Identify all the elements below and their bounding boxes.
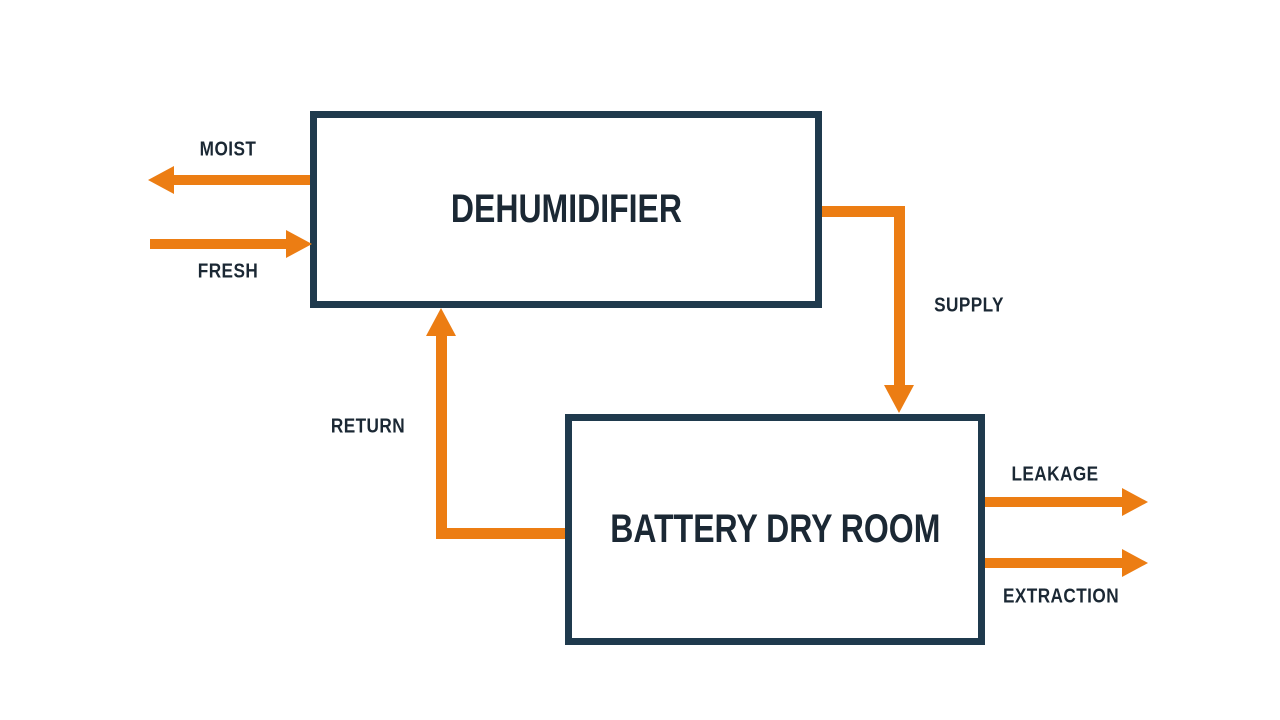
dehumidifier-label: DEHUMIDIFIER xyxy=(450,187,682,231)
fresh-label: FRESH xyxy=(197,260,259,283)
extraction-arrow-shaft xyxy=(985,558,1122,568)
leakage-arrow-shaft xyxy=(985,497,1122,507)
supply-arrowhead-icon xyxy=(884,385,914,413)
return-arrow-horizontal-shaft xyxy=(436,528,565,539)
battery-dry-room-label: BATTERY DRY ROOM xyxy=(609,507,941,551)
fresh-arrow-shaft xyxy=(150,239,288,249)
return-label: RETURN xyxy=(330,415,406,438)
extraction-label: EXTRACTION xyxy=(1002,585,1120,608)
return-arrowhead-icon xyxy=(426,308,456,336)
fresh-arrowhead-icon xyxy=(286,230,312,258)
dehumidifier-box: DEHUMIDIFIER xyxy=(310,111,822,308)
supply-arrow-horizontal-shaft xyxy=(822,206,905,217)
leakage-arrowhead-icon xyxy=(1122,488,1148,516)
supply-label: SUPPLY xyxy=(934,294,1004,317)
leakage-label: LEAKAGE xyxy=(1011,463,1099,486)
extraction-arrowhead-icon xyxy=(1122,549,1148,577)
battery-dry-room-box: BATTERY DRY ROOM xyxy=(565,414,985,645)
return-arrow-vertical-shaft xyxy=(436,334,447,539)
moist-arrow-shaft xyxy=(172,175,310,185)
moist-arrowhead-icon xyxy=(148,166,174,194)
supply-arrow-vertical-shaft xyxy=(894,206,905,386)
moist-label: MOIST xyxy=(199,138,257,161)
